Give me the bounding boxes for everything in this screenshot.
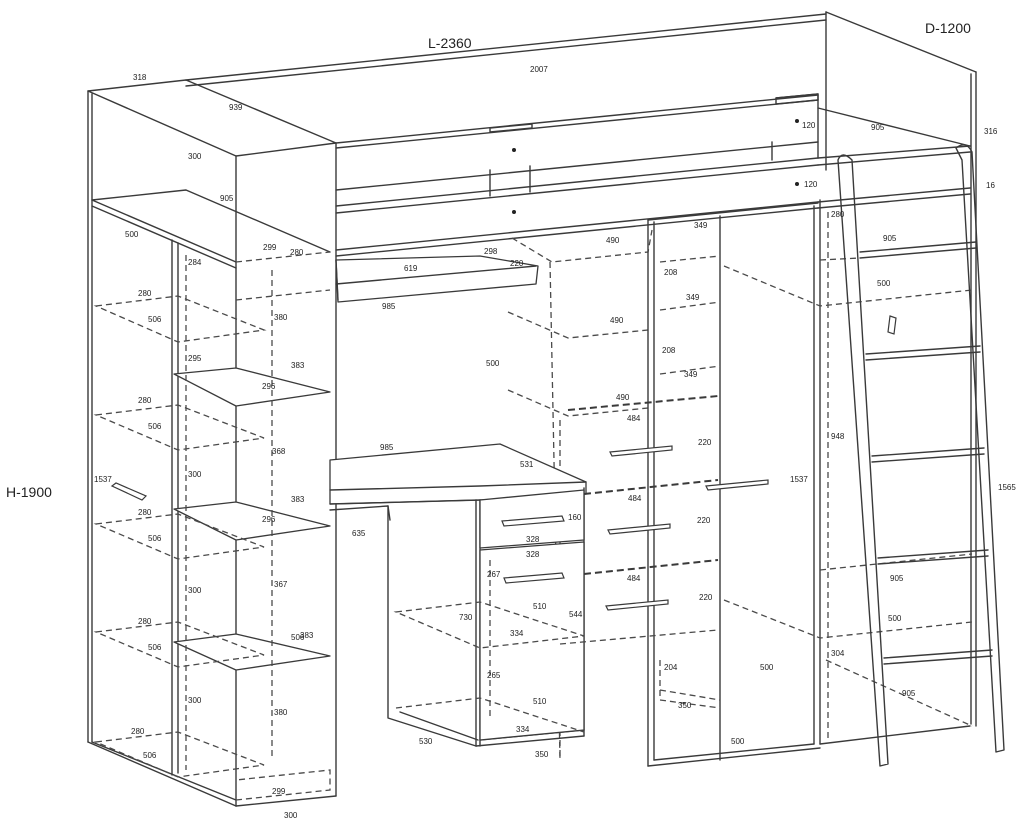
dim-label: 1537 [790,475,808,484]
dim-label: 280 [131,727,145,736]
dim-label: 500 [731,737,745,746]
dim-label: 506 [148,422,162,431]
dim-label: 383 [291,495,305,504]
dim-label: 985 [380,443,394,452]
dim-label: 298 [484,247,498,256]
dim-label: 284 [188,258,202,267]
dim-label: 280 [138,617,152,626]
dim-label: 120 [804,180,818,189]
dim-label: 280 [290,248,304,257]
dim-label: 296 [262,515,276,524]
dim-label: 296 [262,382,276,391]
dim-label: 367 [274,580,288,589]
overall-length-label: L-2360 [428,35,472,51]
dim-label: 484 [627,574,641,583]
dim-label: 531 [520,460,534,469]
dim-label: 334 [510,629,524,638]
dim-label: 16 [986,181,995,190]
dim-label: 544 [569,610,583,619]
dim-label: 334 [516,725,530,734]
dim-label: 500 [877,279,891,288]
dim-label: 368 [272,447,286,456]
dim-label: 905 [902,689,916,698]
dim-label: 220 [697,516,711,525]
dim-label: 500 [888,614,902,623]
dim-label: 619 [404,264,418,273]
dim-label: 220 [698,438,712,447]
dim-label: 265 [487,671,501,680]
dim-label: 506 [291,633,305,642]
dim-label: 948 [831,432,845,441]
dim-label: 383 [300,631,314,640]
dim-label: 380 [274,313,288,322]
overall-height-label: H-1900 [6,484,52,500]
dim-label: 300 [188,696,202,705]
dim-label: 730 [459,613,473,622]
dim-label: 204 [664,663,678,672]
dim-label: 300 [188,152,202,161]
dim-label: 905 [890,574,904,583]
dim-label: 1537 [94,475,112,484]
dim-label: 299 [272,787,286,796]
overall-depth-label: D-1200 [925,20,971,36]
dim-label: 380 [274,708,288,717]
dim-label: 905 [220,194,234,203]
dim-label: 280 [138,396,152,405]
dim-label: 939 [229,103,243,112]
dim-label: 280 [138,289,152,298]
dim-label: 267 [487,570,501,579]
dim-label: 905 [883,234,897,243]
dim-label: 506 [143,751,157,760]
dim-label: 300 [284,811,298,820]
dim-label: 1565 [998,483,1016,492]
dim-label: 484 [627,414,641,423]
dim-label: 500 [760,663,774,672]
dim-label: 349 [686,293,700,302]
dim-label: 300 [188,470,202,479]
dim-label: 120 [802,121,816,130]
dimension-labels: 318 939 2007 300 905 500 299 284 280 506… [94,65,1016,820]
left-bookcase [87,79,337,807]
dim-label: 506 [148,315,162,324]
dim-label: 510 [533,697,547,706]
dim-label: 484 [628,494,642,503]
dim-label: 490 [606,236,620,245]
dim-label: 349 [684,370,698,379]
dim-label: 500 [486,359,500,368]
dim-label: 350 [678,701,692,710]
dim-label: 490 [610,316,624,325]
dim-label: 328 [526,550,540,559]
dim-label: 220 [699,593,713,602]
dim-label: 635 [352,529,366,538]
dim-label: 490 [616,393,630,402]
dim-label: 500 [125,230,139,239]
dim-label: 280 [831,210,845,219]
dim-label: 316 [984,127,998,136]
dim-label: 304 [831,649,845,658]
dim-label: 506 [148,643,162,652]
dim-label: 349 [694,221,708,230]
dim-label: 383 [291,361,305,370]
dim-label: 160 [568,513,582,522]
dim-label: 510 [533,602,547,611]
dim-label: 208 [664,268,678,277]
dim-label: 318 [133,73,147,82]
dim-label: 300 [188,586,202,595]
dim-label: 220 [510,259,524,268]
dim-label: 350 [535,750,549,759]
dim-label: 208 [662,346,676,355]
dim-label: 530 [419,737,433,746]
wardrobe [559,199,973,767]
dim-label: 985 [382,302,396,311]
dim-label: 2007 [530,65,548,74]
dim-label: 280 [138,508,152,517]
dim-label: 328 [526,535,540,544]
ladder [837,144,1005,767]
desk-area [329,229,653,761]
dim-label: 506 [148,534,162,543]
dim-label: 295 [188,354,202,363]
dim-label: 905 [871,123,885,132]
dim-label: 299 [263,243,277,252]
